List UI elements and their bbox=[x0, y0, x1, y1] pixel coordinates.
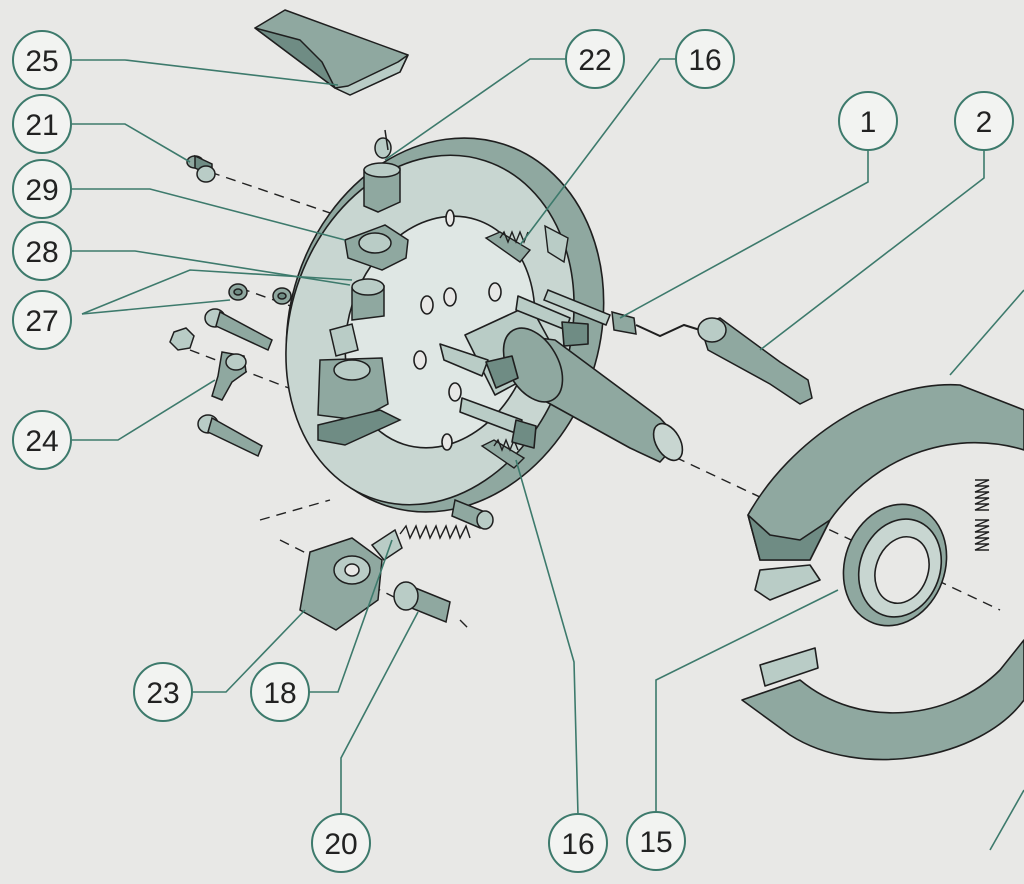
assembly-axis-lines bbox=[189, 171, 1001, 631]
callout-label: 29 bbox=[25, 174, 58, 207]
cable-part-1 bbox=[543, 289, 701, 338]
callout-c24: 24 bbox=[12, 410, 72, 470]
lever-handle-part-2 bbox=[697, 317, 813, 405]
brake-shoe-lower bbox=[741, 639, 1024, 761]
nut-part-21 bbox=[186, 154, 216, 183]
callout-c23: 23 bbox=[133, 662, 193, 722]
callout-label: 20 bbox=[324, 828, 357, 861]
bracket-part-23 bbox=[299, 528, 403, 631]
callout-label: 21 bbox=[25, 109, 58, 142]
callout-c16a: 16 bbox=[675, 29, 735, 89]
callout-label: 24 bbox=[25, 425, 58, 458]
callout-c1: 1 bbox=[838, 91, 898, 151]
callout-c27: 27 bbox=[12, 290, 72, 350]
callout-c20: 20 bbox=[311, 813, 371, 873]
callout-c22: 22 bbox=[565, 29, 625, 89]
callout-label: 23 bbox=[146, 677, 179, 710]
adjuster-part-22 bbox=[363, 129, 401, 213]
callout-label: 22 bbox=[578, 44, 611, 77]
callout-label: 15 bbox=[639, 826, 672, 859]
springs-shoe bbox=[974, 479, 990, 551]
callout-label: 25 bbox=[25, 45, 58, 78]
callout-label: 18 bbox=[263, 677, 296, 710]
bearing-part-15 bbox=[842, 503, 948, 627]
callout-c29: 29 bbox=[12, 159, 72, 219]
brake-shoe-upper bbox=[747, 383, 1024, 601]
callout-c21: 21 bbox=[12, 94, 72, 154]
axle-hub bbox=[439, 295, 684, 463]
callout-c25: 25 bbox=[12, 30, 72, 90]
pin-part-20 bbox=[393, 581, 451, 624]
spring-part-18 bbox=[399, 524, 471, 540]
bushing-part-28 bbox=[351, 278, 385, 321]
callout-c28: 28 bbox=[12, 221, 72, 281]
bolt-parts-group bbox=[169, 283, 292, 458]
bracket-part-29 bbox=[344, 224, 409, 271]
cam-lever-assembly bbox=[317, 323, 402, 446]
callout-c2: 2 bbox=[954, 91, 1014, 151]
leader-lines bbox=[72, 58, 1024, 851]
callout-label: 1 bbox=[860, 106, 877, 139]
callout-label: 27 bbox=[25, 305, 58, 338]
callout-label: 16 bbox=[561, 828, 594, 861]
pin-part-18 bbox=[451, 498, 494, 530]
callout-c18: 18 bbox=[250, 662, 310, 722]
callout-label: 28 bbox=[25, 236, 58, 269]
callout-c15: 15 bbox=[626, 811, 686, 871]
callout-c16b: 16 bbox=[548, 813, 608, 873]
cover-plate-part-25 bbox=[254, 9, 409, 96]
callout-label: 2 bbox=[976, 106, 993, 139]
callout-label: 16 bbox=[688, 44, 721, 77]
